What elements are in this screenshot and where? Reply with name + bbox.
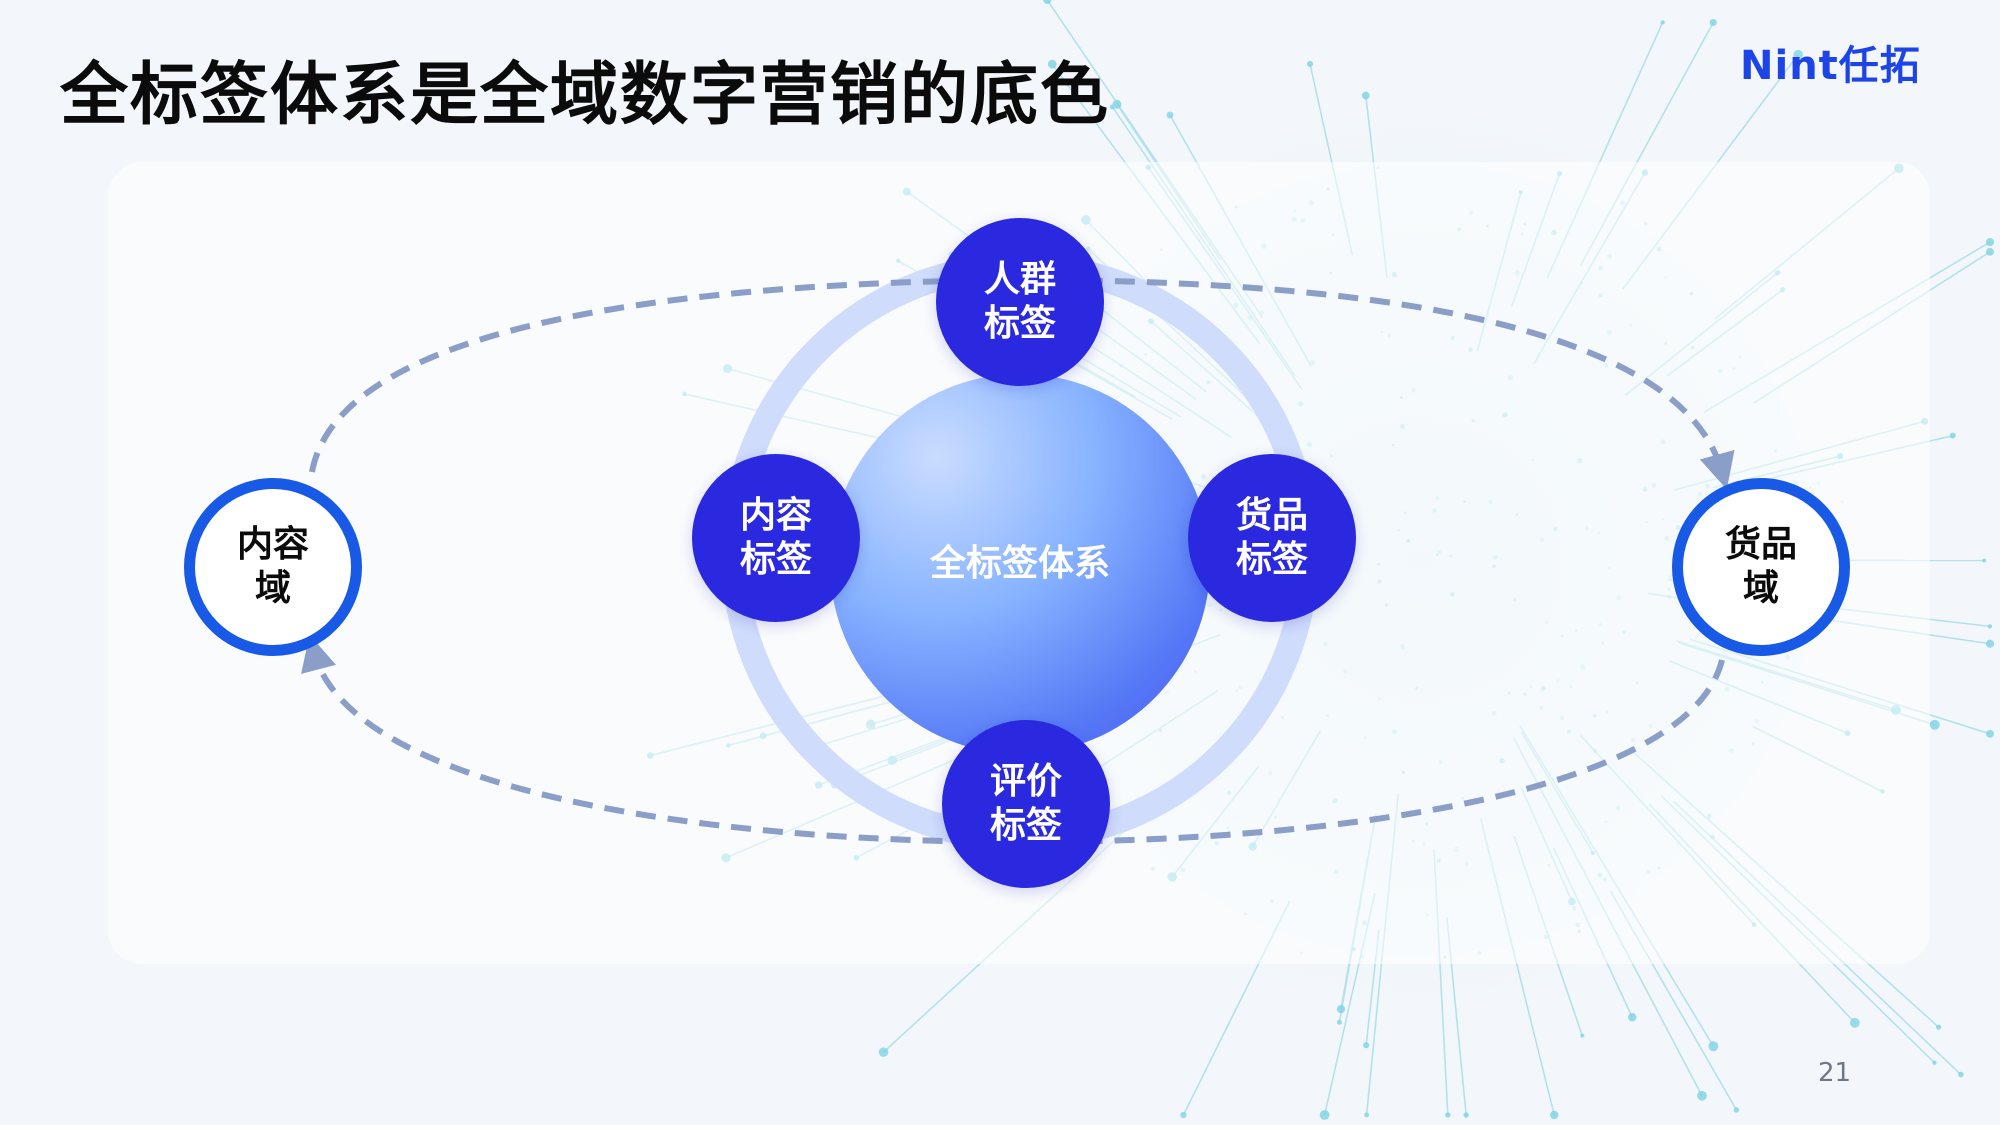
- tag-node-product: 货品标签: [1188, 454, 1356, 622]
- tag-node-label: 内容标签: [739, 495, 812, 580]
- domain-node-label: 内容域: [236, 524, 309, 609]
- brand-logo: Nint任拓: [1740, 43, 1921, 89]
- tag-node-label: 评价标签: [989, 761, 1062, 846]
- core-tag-system: 全标签体系: [830, 374, 1210, 754]
- tag-node-audience: 人群标签: [936, 218, 1104, 386]
- tag-node-label: 人群标签: [983, 259, 1056, 344]
- domain-node-content: 内容域: [184, 478, 362, 656]
- page-number: 21: [1818, 1058, 1852, 1088]
- slide-title: 全标签体系是全域数字营销的底色: [60, 56, 1111, 135]
- domain-node-product: 货品域: [1672, 478, 1850, 656]
- tag-node-label: 货品标签: [1235, 495, 1308, 580]
- tag-node-review: 评价标签: [942, 720, 1110, 888]
- core-label: 全标签体系: [929, 543, 1110, 584]
- domain-node-label: 货品域: [1724, 524, 1797, 609]
- tag-node-content: 内容标签: [692, 454, 860, 622]
